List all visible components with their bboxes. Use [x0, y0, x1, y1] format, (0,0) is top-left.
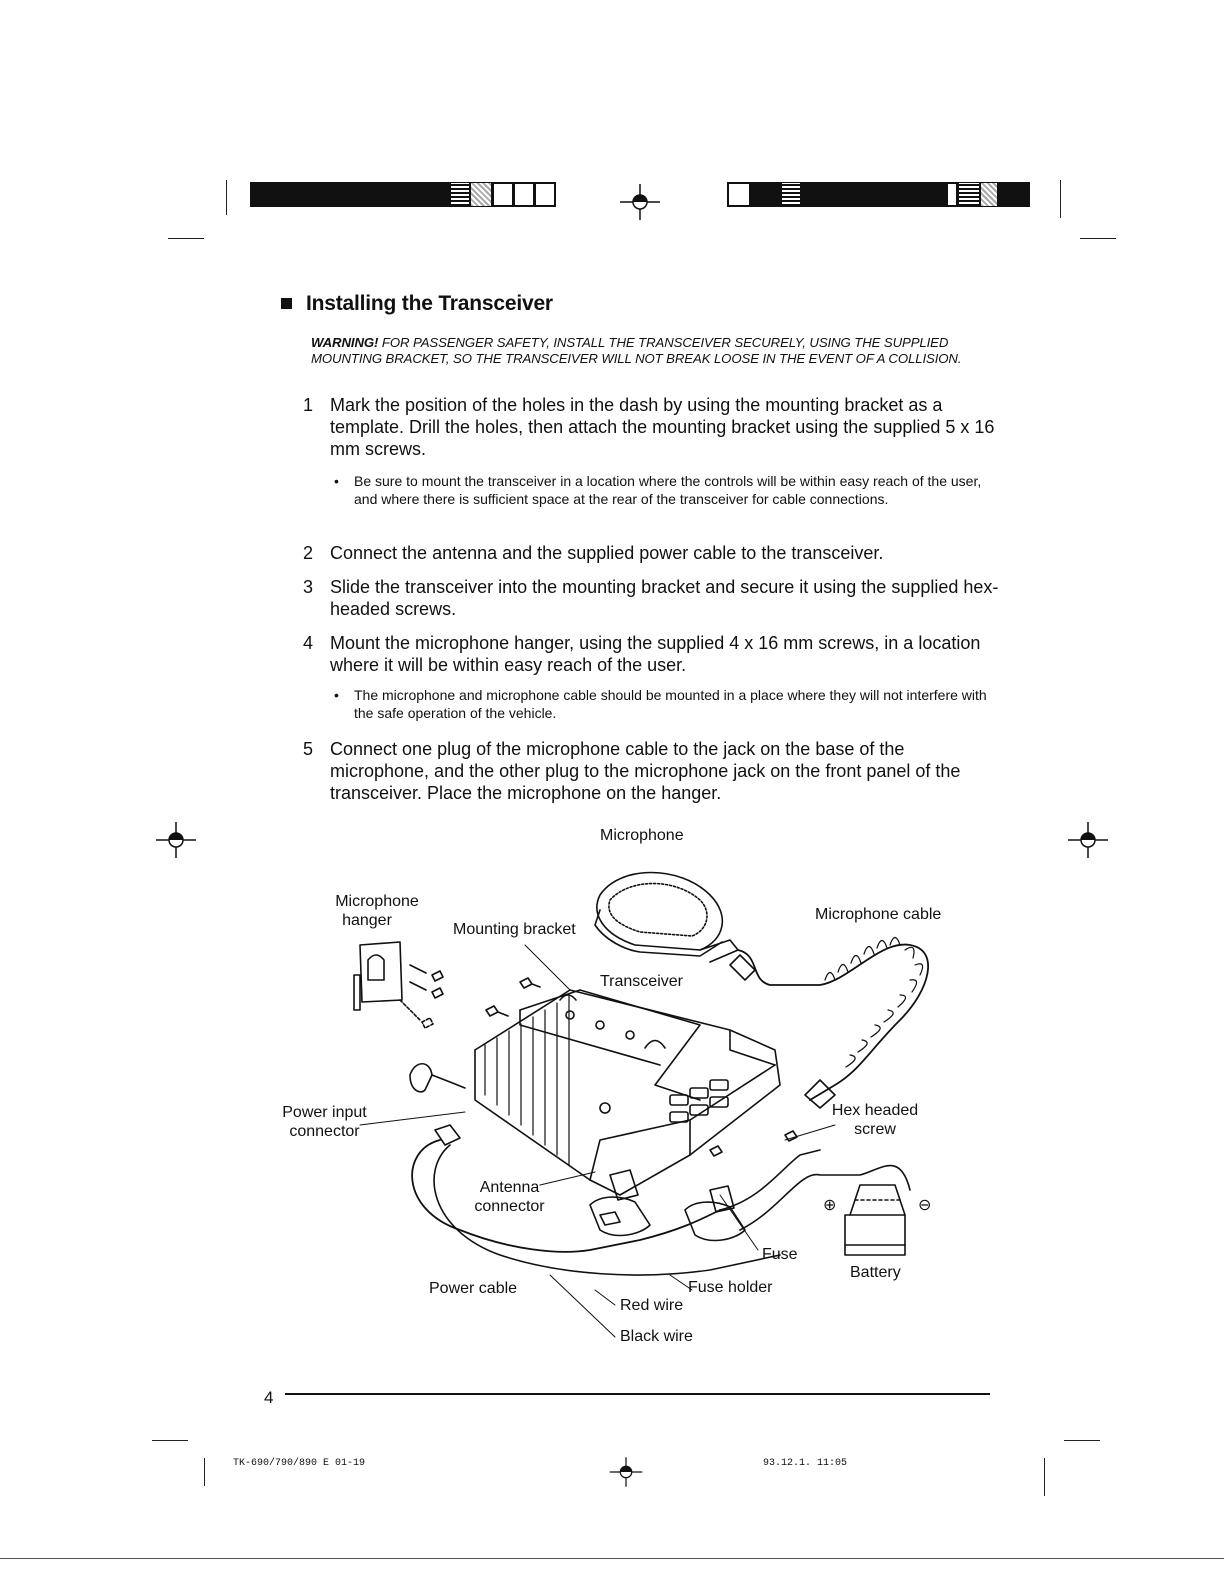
note-text: Be sure to mount the transceiver in a lo…	[354, 473, 982, 507]
step-text: Connect the antenna and the supplied pow…	[330, 543, 884, 563]
label-power-cable: Power cable	[429, 1280, 518, 1297]
leader-lines	[359, 944, 836, 1338]
label-black-wire: Black wire	[620, 1328, 693, 1345]
footer-rule	[285, 1393, 990, 1395]
bottom-edge-line	[0, 1558, 1224, 1559]
label-transceiver: Transceiver	[600, 973, 683, 990]
label-antenna-connector: Antenna connector	[462, 1178, 557, 1216]
label-red-wire: Red wire	[620, 1297, 684, 1314]
warning-body: FOR PASSENGER SAFETY, INSTALL THE TRANSC…	[311, 335, 962, 366]
registration-mark-top	[620, 184, 660, 220]
section-title: Installing the Transceiver	[281, 292, 553, 316]
registration-mark-left	[156, 822, 196, 858]
step-number: 5	[303, 739, 314, 759]
note-bullet: •	[334, 473, 339, 489]
power-input-plug-illustration	[409, 1062, 433, 1093]
label-line: Microphone	[335, 893, 419, 910]
installation-diagram	[353, 871, 929, 1338]
crop-mark	[1064, 1440, 1100, 1441]
label-microphone-cable: Microphone cable	[815, 906, 942, 923]
warning-text: WARNING! FOR PASSENGER SAFETY, INSTALL T…	[311, 335, 1011, 367]
label-microphone-hanger: Microphone hanger	[322, 892, 432, 930]
crop-mark	[152, 1440, 188, 1441]
label-mounting-bracket: Mounting bracket	[453, 921, 576, 938]
step-text: Mount the microphone hanger, using the s…	[330, 633, 981, 675]
registration-mark-right	[1068, 822, 1108, 858]
label-line: Antenna	[479, 1179, 540, 1196]
microphone-cable-illustration	[737, 943, 929, 1101]
mounting-bracket-illustration	[519, 989, 701, 1114]
microphone-hanger-illustration	[353, 941, 444, 1029]
label-line: hanger	[342, 912, 392, 929]
step-text: Slide the transceiver into the mounting …	[330, 577, 999, 619]
warning-label: WARNING!	[311, 335, 379, 350]
step-number: 4	[303, 633, 314, 653]
label-line: screw	[854, 1121, 896, 1138]
note-bullet: •	[334, 687, 339, 703]
battery-plus-sign: ⊕	[823, 1197, 837, 1214]
label-line: connector	[474, 1198, 545, 1215]
page-number: 4	[264, 1388, 274, 1407]
note-text: The microphone and microphone cable shou…	[354, 687, 987, 721]
screws-illustration	[485, 977, 798, 1157]
footer-right: 93.12.1. 11:05	[763, 1458, 848, 1469]
label-power-input-connector: Power input connector	[272, 1103, 377, 1141]
label-line: Hex headed	[831, 1102, 919, 1119]
step-number: 3	[303, 577, 314, 597]
crop-mark	[1044, 1458, 1045, 1496]
label-hex-headed-screw: Hex headed screw	[820, 1101, 930, 1139]
footer-left: TK-690/790/890 E 01-19	[233, 1458, 366, 1469]
battery-minus-sign: ⊖	[918, 1197, 932, 1214]
step-number: 1	[303, 395, 314, 415]
label-fuse-holder: Fuse holder	[688, 1279, 773, 1296]
crop-mark	[204, 1458, 205, 1486]
label-line: connector	[289, 1123, 360, 1140]
step-text: Mark the position of the holes in the da…	[330, 395, 995, 459]
label-line: Power input	[282, 1104, 367, 1121]
microphone-illustration	[594, 871, 739, 963]
label-battery: Battery	[850, 1264, 901, 1281]
registration-mark-bottom	[609, 1457, 643, 1487]
transceiver-illustration	[474, 989, 781, 1196]
power-cable-illustration	[411, 1139, 721, 1253]
label-microphone: Microphone	[600, 827, 684, 844]
battery-illustration	[844, 1184, 906, 1256]
step-text: Connect one plug of the microphone cable…	[330, 739, 961, 803]
step-number: 2	[303, 543, 314, 563]
label-fuse: Fuse	[762, 1246, 798, 1263]
